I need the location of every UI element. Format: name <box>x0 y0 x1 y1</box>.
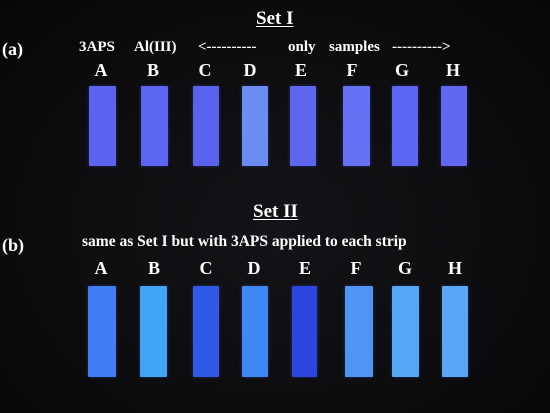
set2-letter-b: B <box>147 258 160 278</box>
label-3aps: 3APS <box>79 39 115 55</box>
set2-title: Set II <box>253 201 298 222</box>
set2-strip-c <box>193 286 219 377</box>
set1-strip-b <box>141 86 168 166</box>
set1-title: Set I <box>256 8 294 29</box>
set1-letter-d: D <box>243 60 257 80</box>
set2-strip-b <box>140 286 167 377</box>
set2-strip-a <box>88 286 116 377</box>
set2-letter-f: F <box>350 258 362 278</box>
set1-strip-a <box>89 86 116 166</box>
set2-strip-h <box>442 286 468 377</box>
word-samples: samples <box>329 39 380 55</box>
set1-strip-e <box>290 86 316 166</box>
set1-strip-g <box>392 86 418 166</box>
set1-letter-f: F <box>346 60 358 80</box>
arrow-left: <---------- <box>198 39 257 55</box>
set1-letter-h: H <box>445 60 460 80</box>
set1-strip-c <box>193 86 219 166</box>
set1-letter-b: B <box>146 60 159 80</box>
set1-letter-c: C <box>198 60 212 80</box>
set2-strip-d <box>242 286 268 377</box>
word-only: only <box>288 39 316 55</box>
set2-letter-c: C <box>199 258 213 278</box>
set2-strip-f <box>345 286 373 377</box>
set1-letter-g: G <box>394 60 409 80</box>
set2-strip-e <box>292 286 317 377</box>
set2-letter-e: E <box>298 258 311 278</box>
set2-letter-g: G <box>397 258 412 278</box>
set2-panel-label: (b) <box>2 235 24 255</box>
set1-letter-a: A <box>94 60 108 80</box>
label-al-iii: Al(III) <box>134 39 177 55</box>
set2-strip-g <box>392 286 419 377</box>
set1-letter-e: E <box>294 60 307 80</box>
set1-strip-d <box>242 86 268 166</box>
set2-letter-d: D <box>247 258 261 278</box>
set2-subtitle: same as Set I but with 3APS applied to e… <box>82 233 407 250</box>
set1-panel-label: (a) <box>2 39 23 59</box>
set1-strip-h <box>441 86 467 166</box>
set2-letter-a: A <box>94 258 108 278</box>
set2-letter-h: H <box>447 258 462 278</box>
set1-strip-f <box>343 86 370 166</box>
arrow-right: ----------> <box>392 39 451 55</box>
